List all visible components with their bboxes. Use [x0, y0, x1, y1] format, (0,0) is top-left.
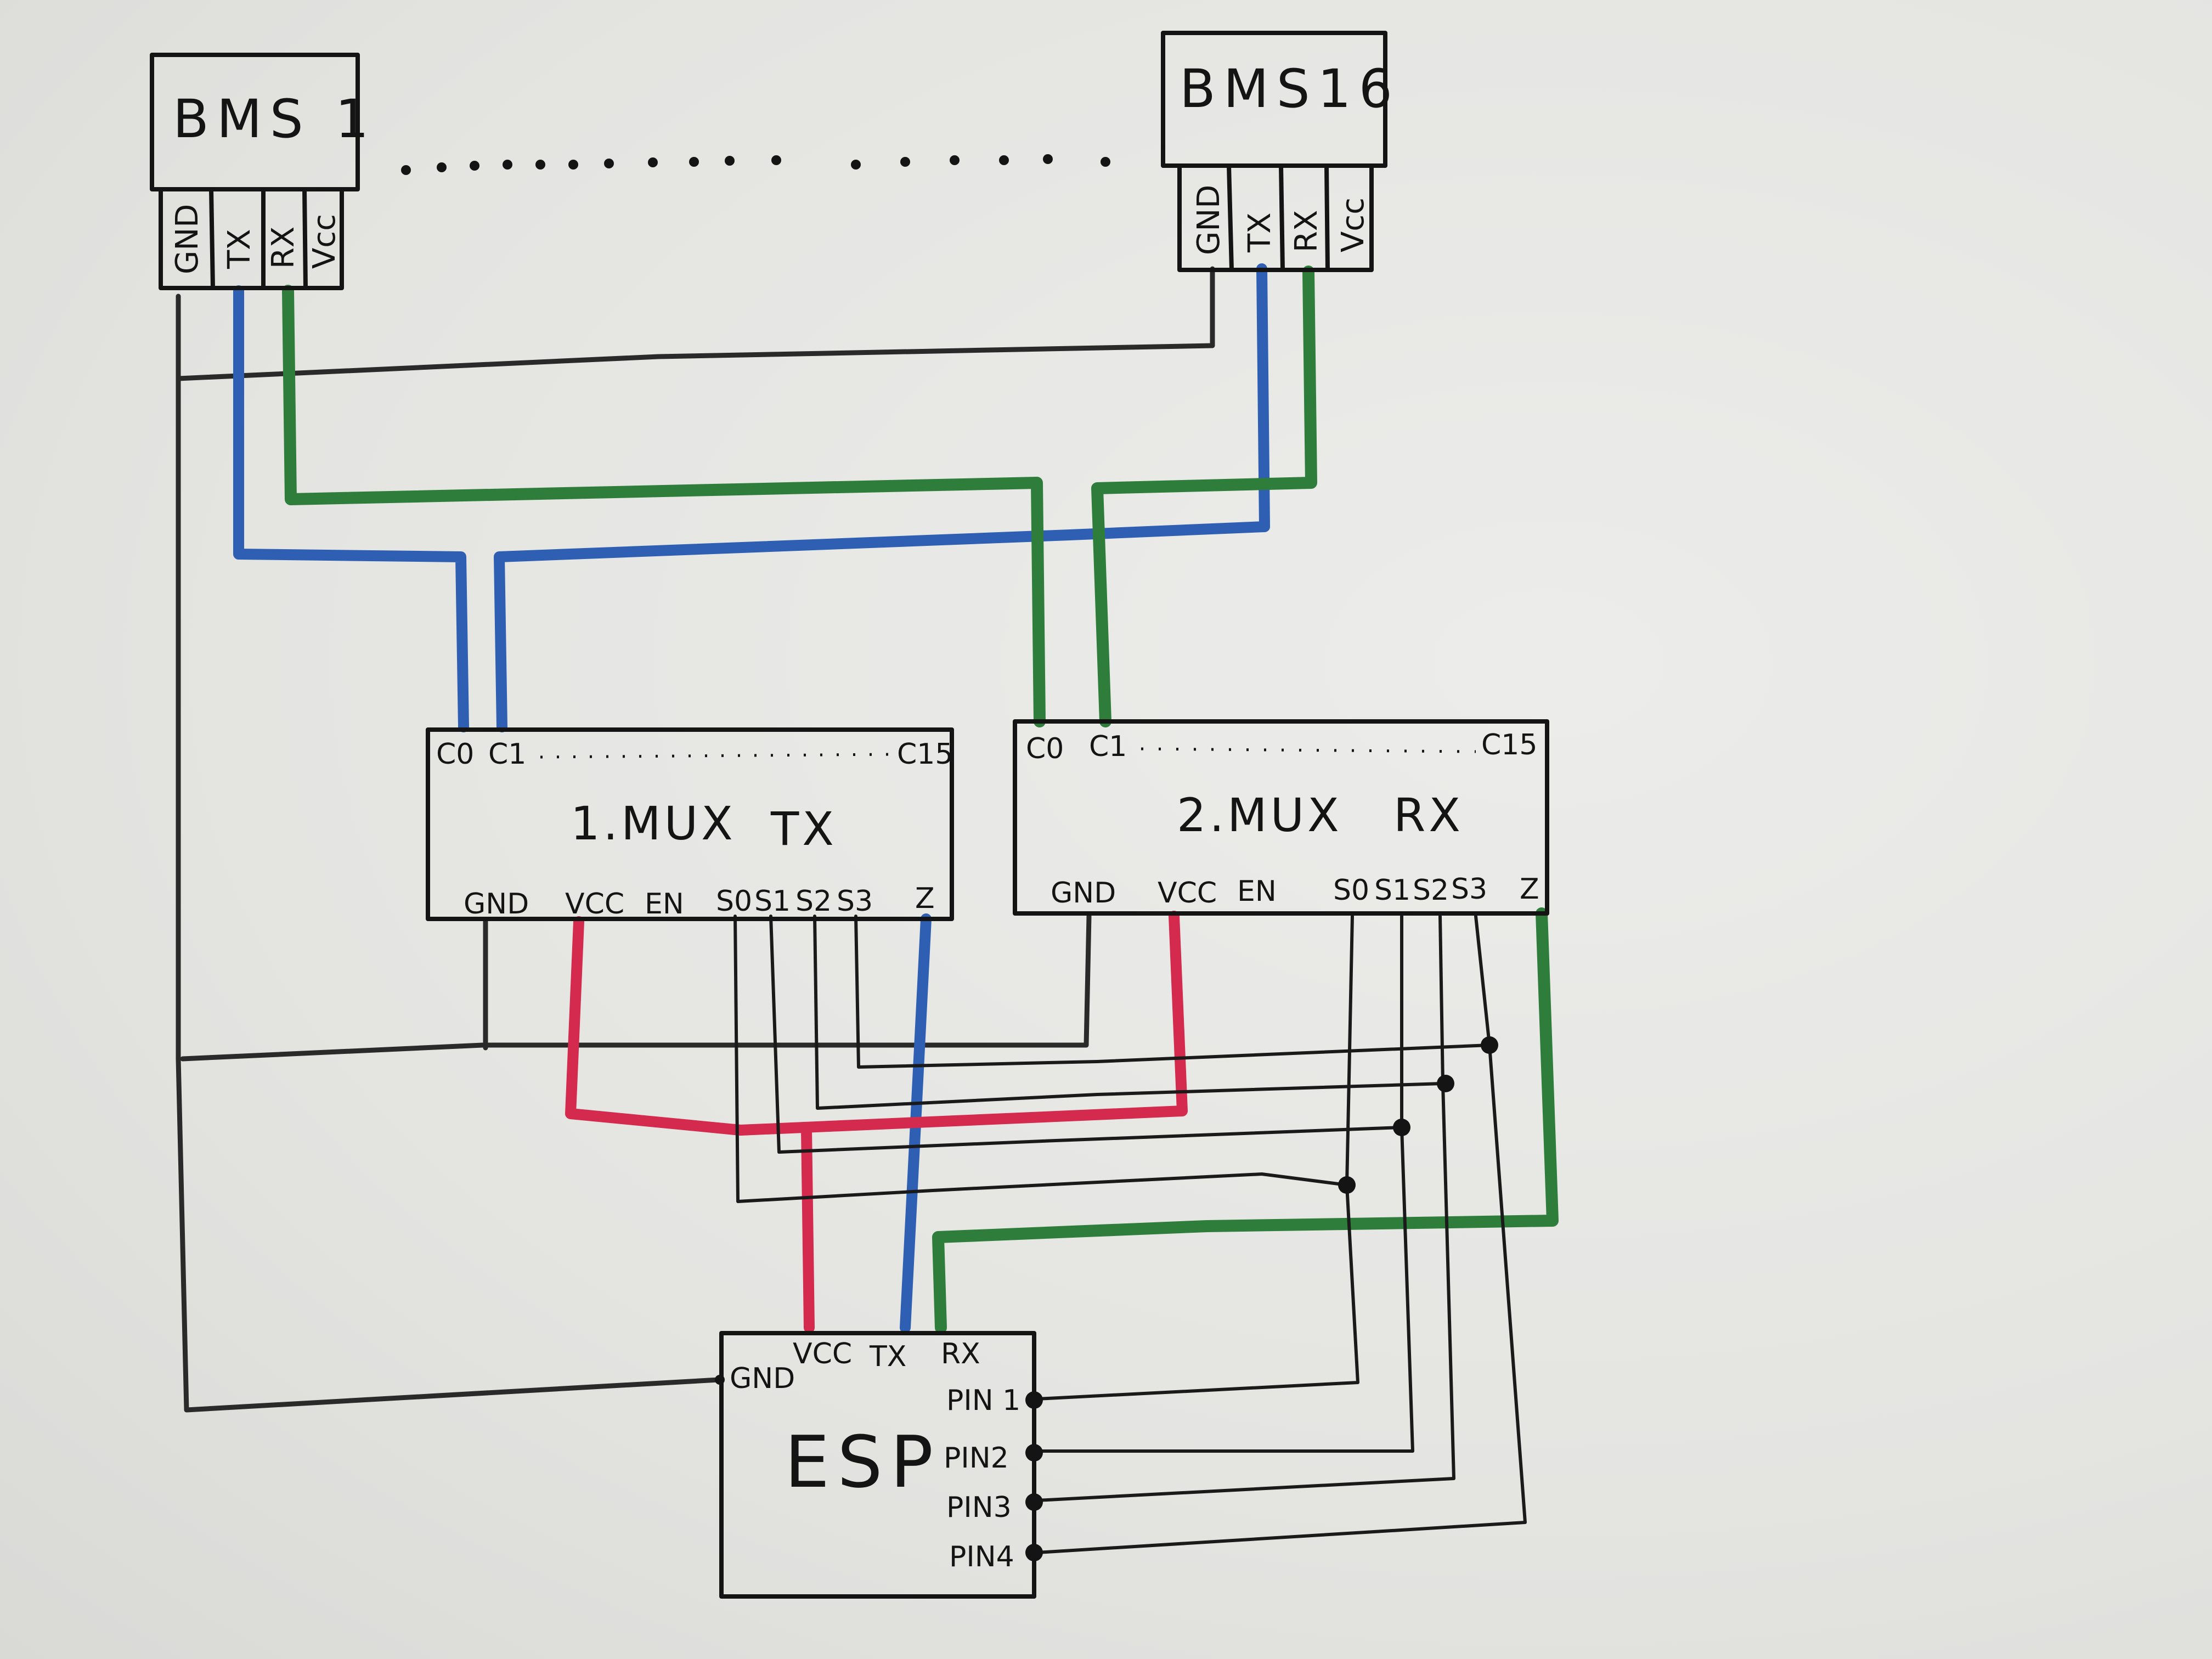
wire-vcc-mux1	[565, 916, 746, 1136]
mux2-pin-z: Z	[1520, 873, 1539, 906]
wire-s1	[769, 915, 1414, 1453]
wire-rx-bms16-mux2-c1	[1091, 266, 1317, 727]
mux1-pin-c15: C15	[897, 738, 953, 771]
bms1-module: BMS 1 GND TX RX Vcc	[150, 53, 376, 290]
wire-gnd-bms1-bms16	[176, 266, 1215, 381]
bms-ellipsis-dots	[401, 154, 1110, 175]
mux2-pin-s2: S2	[1413, 874, 1449, 907]
bms1-pin-gnd: GND	[170, 204, 205, 274]
bms16-pin-vcc: Vcc	[1335, 198, 1371, 252]
mux2-channel-dots	[1141, 747, 1476, 753]
wire-s0	[733, 915, 1359, 1401]
mux2-pin-c1: C1	[1089, 730, 1127, 763]
junction-s3	[1481, 1036, 1498, 1054]
mux2-title: 2.MUX	[1177, 788, 1342, 842]
mux1-pin-c1: C1	[488, 738, 526, 771]
wire-s3-mux2	[1474, 915, 1491, 1047]
mux1-pin-gnd: GND	[464, 888, 529, 921]
bms16-title: BMS16	[1180, 58, 1400, 120]
bms16-pin-rx: RX	[1289, 210, 1324, 252]
bms16-pin-gnd: GND	[1191, 185, 1227, 255]
esp-pin-vcc: VCC	[793, 1338, 852, 1370]
mux1-pin-s2: S2	[795, 885, 832, 918]
mux2-pin-s0: S0	[1333, 874, 1369, 907]
junction-s2	[1437, 1075, 1454, 1092]
esp-pin-gnd: GND	[730, 1362, 795, 1395]
mux1-pin-vcc: VCC	[565, 888, 624, 921]
mux1-pin-s3: S3	[837, 885, 873, 918]
esp-gnd-dot	[715, 1375, 725, 1385]
bms1-pin-vcc: Vcc	[307, 214, 342, 269]
esp-pin-tx: TX	[869, 1340, 906, 1373]
esp-pin-3: PIN3	[946, 1491, 1012, 1524]
mux1-channel-dots	[540, 753, 892, 759]
mux1-pin-c0: C0	[436, 738, 474, 771]
mux2-pin-vcc: VCC	[1158, 877, 1217, 910]
wire-tx-bms16-mux1-c1	[494, 263, 1270, 732]
mux2-role: RX	[1393, 788, 1464, 842]
esp-pin-1: PIN 1	[946, 1384, 1020, 1417]
esp-title: ESP	[785, 1420, 941, 1504]
wire-s2-mux2	[1438, 915, 1444, 1085]
wire-rx-mux2-z-esp	[932, 907, 1559, 1334]
wire-rx-bms1-mux2-c0	[282, 285, 1046, 727]
wire-gnd-bms1-down	[176, 294, 721, 1413]
mux2-pin-s3: S3	[1451, 873, 1487, 906]
bms1-pin-tx: TX	[222, 229, 257, 269]
mux1-role: TX	[770, 802, 837, 856]
junction-s0	[1338, 1176, 1356, 1194]
mux1-pin-s1: S1	[754, 885, 791, 918]
esp-pin-1-dot	[1025, 1391, 1043, 1409]
mux1-title: 1.MUX	[571, 797, 736, 850]
esp-pin-2: PIN2	[944, 1442, 1009, 1475]
esp-pin-4-dot	[1025, 1544, 1043, 1561]
mux2-pin-c15: C15	[1481, 729, 1537, 761]
mux1-pin-s0: S0	[716, 885, 752, 918]
esp-pin-2-dot	[1025, 1444, 1043, 1462]
mux2-pin-en: EN	[1237, 875, 1277, 908]
bms16-pin-tx: TX	[1242, 212, 1278, 253]
mux1-pin-z: Z	[915, 882, 935, 915]
mux1-module: C0 C1 C15 1.MUX TX GND VCC EN S0 S1 S2 S…	[426, 727, 954, 921]
wire-s3	[854, 915, 1527, 1554]
bms1-title: BMS 1	[173, 88, 376, 150]
esp-pin-rx: RX	[941, 1338, 980, 1370]
mux2-pin-c0: C0	[1026, 732, 1064, 765]
mux2-pin-s1: S1	[1374, 874, 1410, 907]
mux1-pin-en: EN	[645, 888, 684, 921]
junction-s1	[1393, 1119, 1410, 1136]
mux2-pin-gnd: GND	[1051, 877, 1116, 910]
wire-tx-bms1-mux1-c0	[233, 285, 469, 732]
wire-vcc-mux2	[735, 911, 1188, 1136]
bms1-pin-rx: RX	[266, 227, 301, 269]
esp-pin-4: PIN4	[949, 1541, 1014, 1573]
esp-module: GND VCC TX RX ESP PIN 1 PIN2 PIN3 PIN4	[715, 1331, 1043, 1599]
wire-s2	[813, 915, 1455, 1502]
bms16-module: BMS16 GND TX RX Vcc	[1161, 31, 1400, 272]
esp-pin-3-dot	[1025, 1493, 1043, 1511]
wire-vcc-esp	[801, 1124, 815, 1333]
wire-gnd-bus	[180, 913, 1092, 1062]
mux2-module: C0 C1 C15 2.MUX RX GND VCC EN S0 S1 S2 S…	[1013, 719, 1549, 916]
